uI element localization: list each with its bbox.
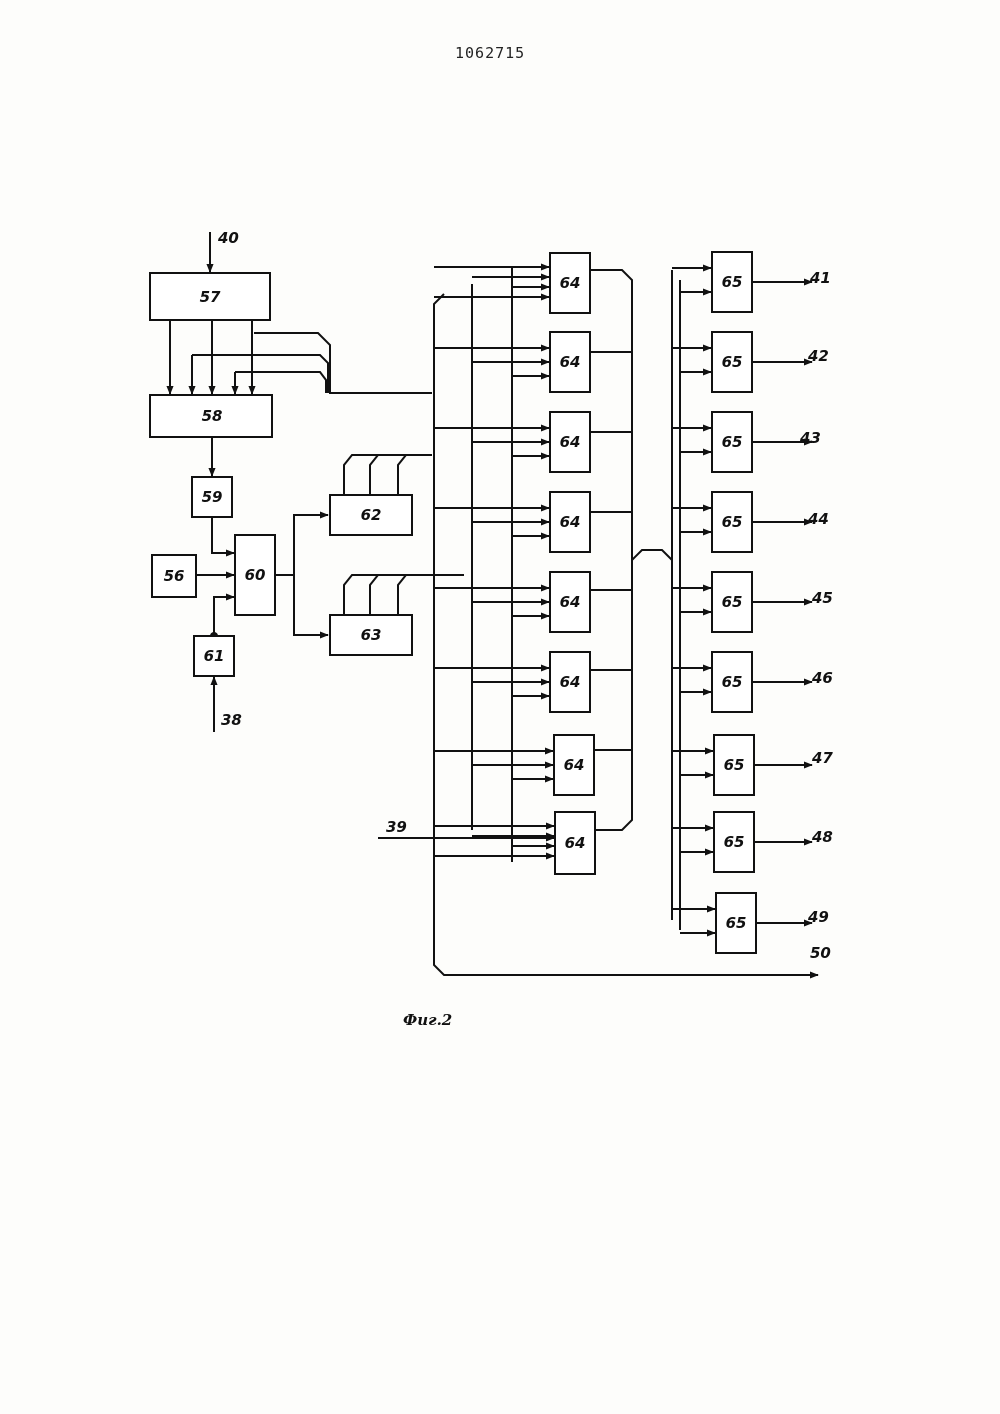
block-64-label: 64	[560, 513, 581, 531]
block-64-8: 64	[555, 812, 595, 874]
block-62: 62	[330, 495, 412, 535]
output-label: 50	[810, 944, 831, 962]
block-65-label: 65	[722, 513, 743, 531]
signal-38-label: 38	[221, 711, 242, 729]
block-65-4: 65	[712, 492, 752, 552]
block-65-1: 65	[712, 252, 752, 312]
output-label: 46	[811, 669, 833, 687]
block-64-label: 64	[565, 834, 586, 852]
block-65-3: 65	[712, 412, 752, 472]
figure-caption: Фиг.2	[403, 1011, 452, 1029]
signal-40-label: 40	[217, 229, 239, 247]
block-65-label: 65	[724, 756, 745, 774]
block-63-label: 63	[361, 626, 382, 644]
block-56-label: 56	[164, 567, 185, 585]
block-58-label: 58	[202, 407, 223, 425]
block-65-label: 65	[722, 673, 743, 691]
block-64-label: 64	[560, 673, 581, 691]
block-58: 58	[150, 395, 272, 437]
block-65-label: 65	[722, 433, 743, 451]
block-61-label: 61	[204, 647, 225, 665]
block-63: 63	[330, 615, 412, 655]
block-65-9: 65	[716, 893, 756, 953]
output-label: 47	[811, 749, 833, 767]
block-64-label: 64	[560, 593, 581, 611]
block-64-4: 64	[550, 492, 590, 552]
output-label: 43	[799, 429, 821, 447]
block-59-label: 59	[202, 488, 223, 506]
block-62-label: 62	[361, 506, 382, 524]
block-65-label: 65	[722, 353, 743, 371]
output-label: 49	[807, 908, 829, 926]
output-label: 45	[811, 589, 833, 607]
block-64-5: 64	[550, 572, 590, 632]
block-61: 61	[194, 636, 234, 676]
block-57-label: 57	[200, 288, 221, 306]
block-64-2: 64	[550, 332, 590, 392]
block-65-label: 65	[724, 833, 745, 851]
block-65-5: 65	[712, 572, 752, 632]
arrows-into-64	[434, 267, 554, 856]
block-64-label: 64	[564, 756, 585, 774]
block-60: 60	[235, 535, 275, 615]
output-label: 44	[807, 510, 829, 528]
block-64-label: 64	[560, 274, 581, 292]
block-56: 56	[152, 555, 196, 597]
output-label: 48	[811, 828, 833, 846]
block-64-1: 64	[550, 253, 590, 313]
output-label: 42	[807, 347, 829, 365]
block-65-6: 65	[712, 652, 752, 712]
signal-39-label: 39	[386, 818, 407, 836]
block-64-3: 64	[550, 412, 590, 472]
block-65-label: 65	[726, 914, 747, 932]
block-65-7: 65	[714, 735, 754, 795]
block-65-label: 65	[722, 593, 743, 611]
block-64-label: 64	[560, 433, 581, 451]
block-64-7: 64	[554, 735, 594, 795]
block-60-label: 60	[245, 566, 266, 584]
block-65-label: 65	[722, 273, 743, 291]
block-65-8: 65	[714, 812, 754, 872]
block-59: 59	[192, 477, 232, 517]
output-label: 41	[809, 269, 831, 287]
block-64-6: 64	[550, 652, 590, 712]
block-65-2: 65	[712, 332, 752, 392]
block-64-label: 64	[560, 353, 581, 371]
block-57: 57	[150, 273, 270, 320]
